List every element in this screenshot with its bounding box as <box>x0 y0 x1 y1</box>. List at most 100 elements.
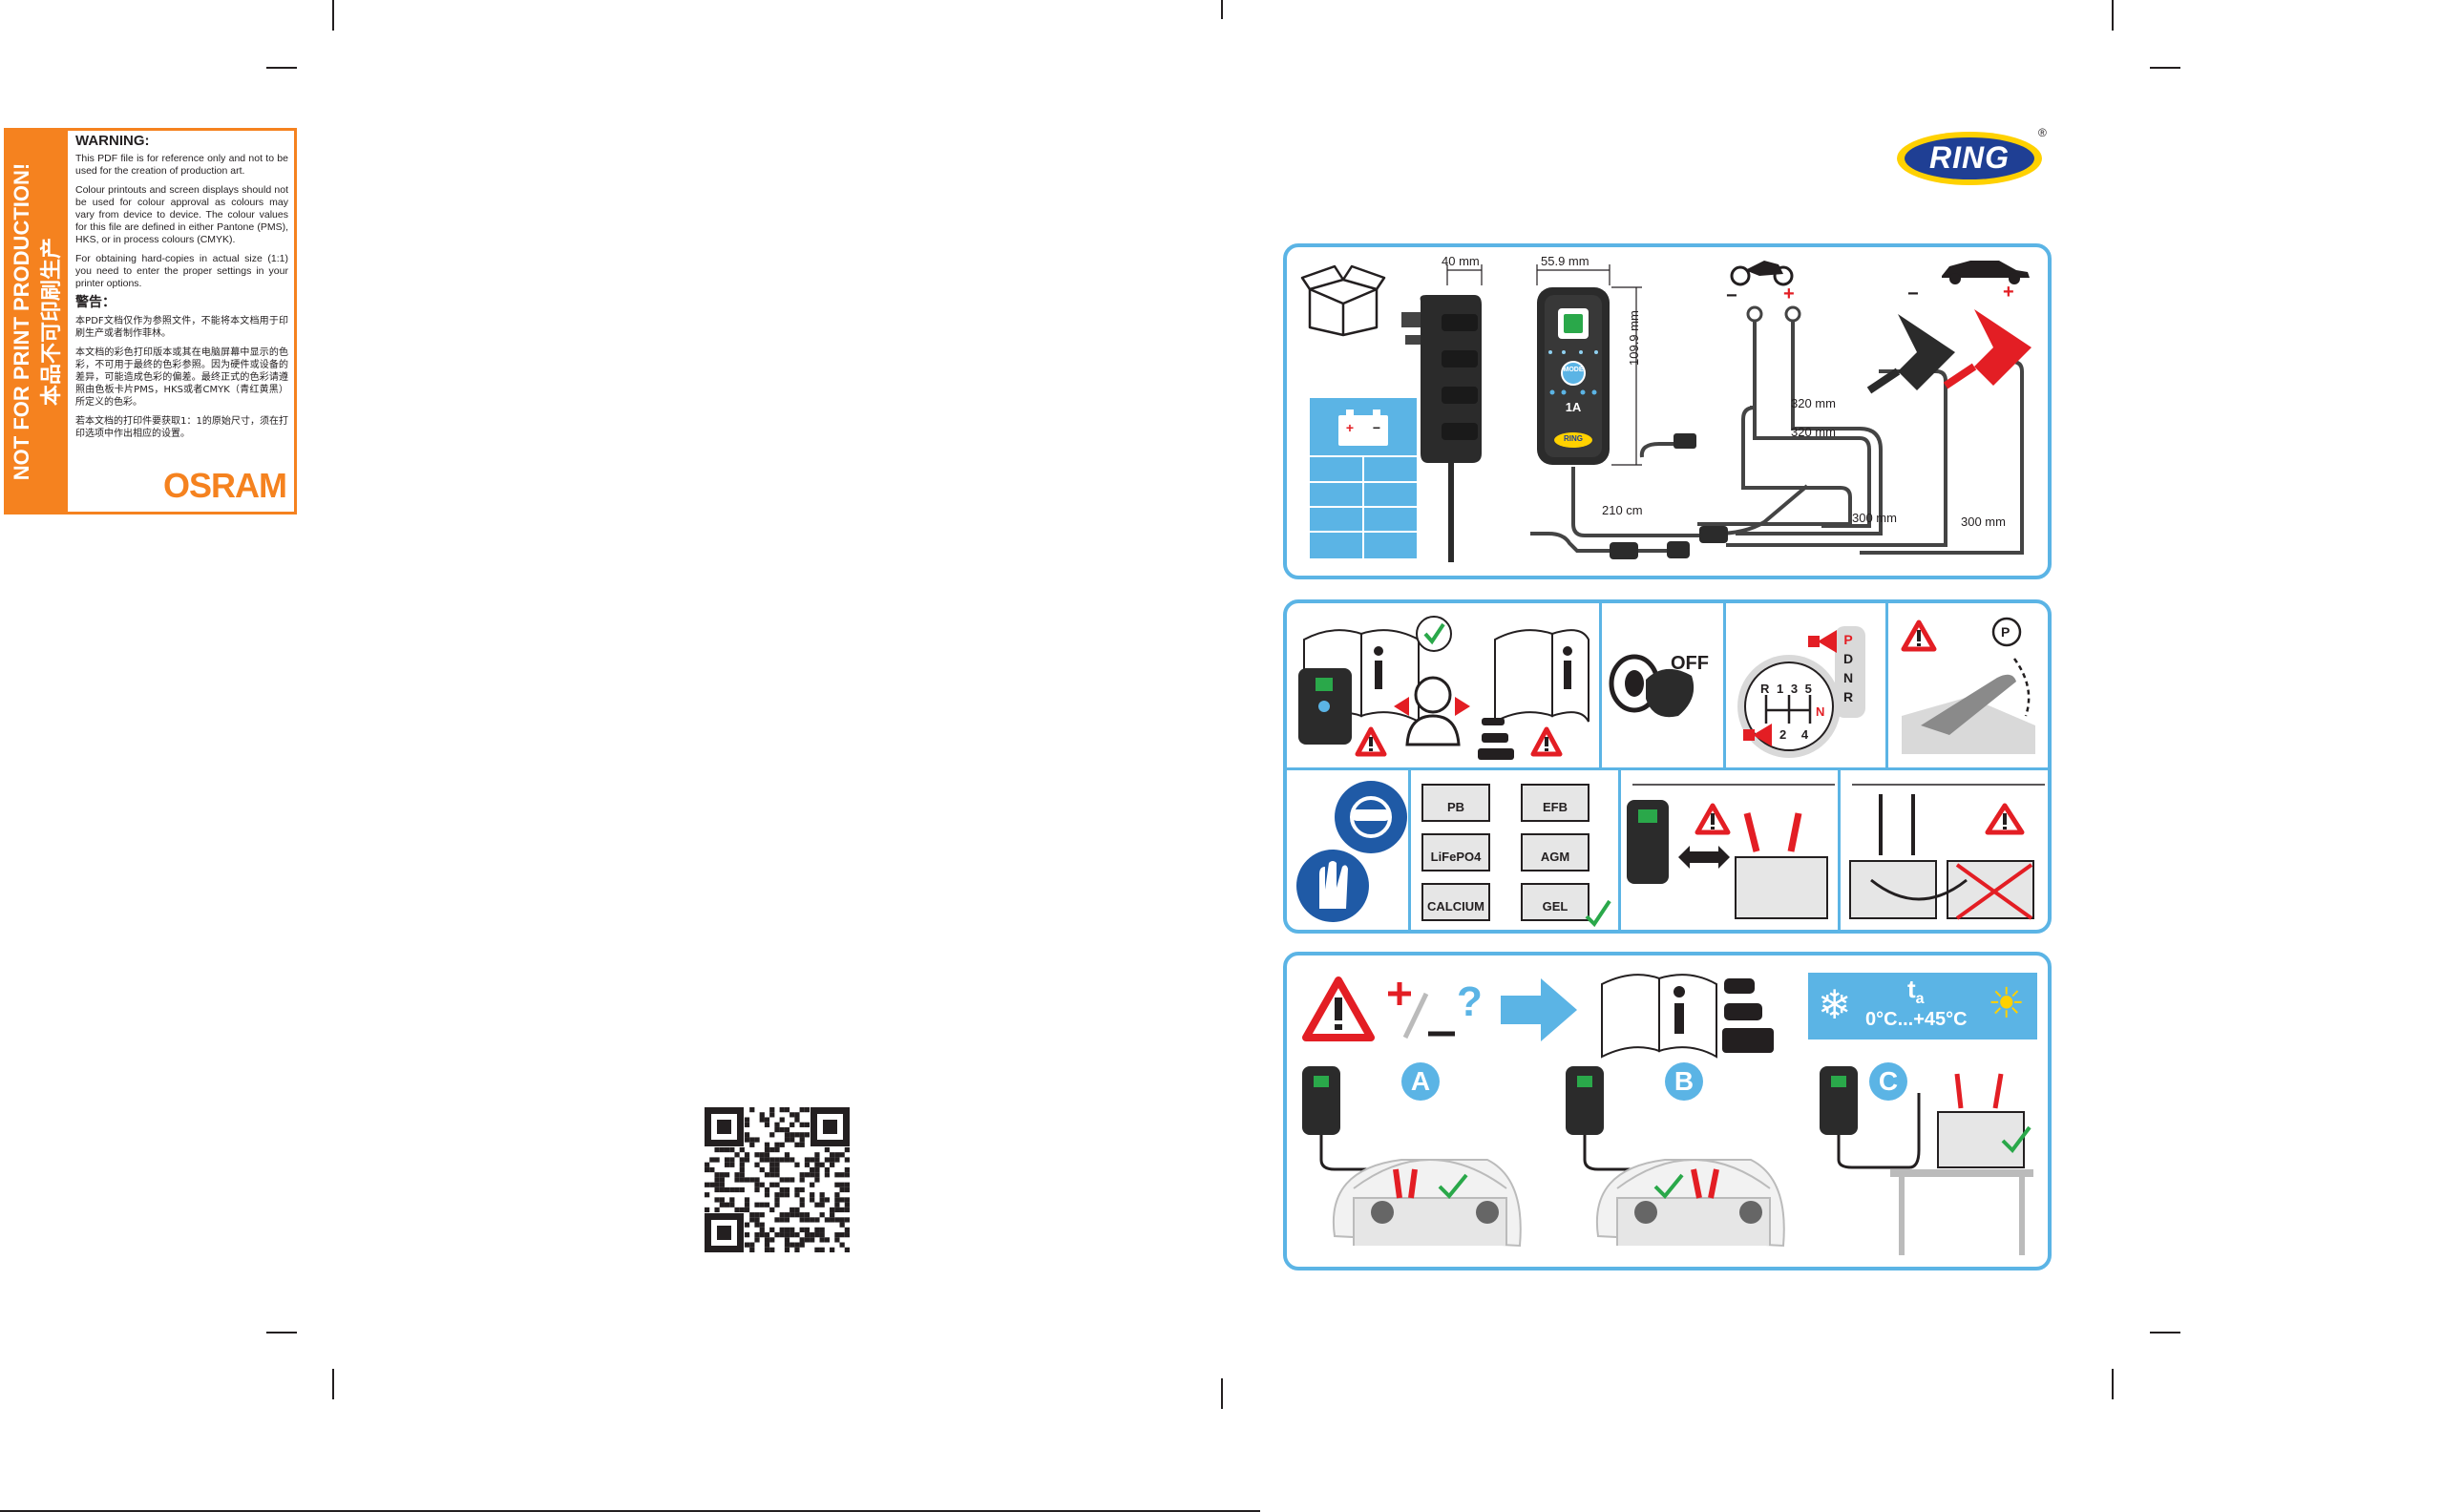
sun-icon: ☀ <box>1988 980 2026 1027</box>
crop-mark <box>2150 67 2180 69</box>
strip-text-en: NOT FOR PRINT PRODUCTION! <box>10 162 33 480</box>
temperature-range: 0°C...+45°C <box>1865 1009 1968 1030</box>
ignition-off-label: OFF <box>1671 653 1709 674</box>
ignition-off-icon <box>1609 654 1695 718</box>
manual-neutral: N <box>1816 704 1825 719</box>
option-a-car-illustration <box>1302 1066 1522 1248</box>
dimension-lines <box>1446 261 2031 559</box>
ring-logo: RING ® <box>1895 126 2048 187</box>
svg-text:+: + <box>1346 420 1354 435</box>
option-a-badge: A <box>1401 1062 1440 1101</box>
osram-logo: OSRAM <box>163 466 287 505</box>
battery-types-grid <box>1421 784 1611 928</box>
gear-letters: P D N R <box>1837 630 1860 706</box>
crop-mark <box>2150 1332 2180 1334</box>
dim-clamp-cable-2: 300 mm <box>1961 514 2006 529</box>
dim-charger-width: 55.9 mm <box>1541 254 1589 268</box>
dim-cable-length: 210 cm <box>1602 503 1643 517</box>
warning-content: WARNING: This PDF file is for reference … <box>75 133 288 447</box>
crop-mark <box>332 1369 334 1399</box>
gear-letter: P <box>1843 632 1853 647</box>
arrow-right-icon <box>1501 978 1577 1041</box>
warning-paragraph: Colour printouts and screen displays sho… <box>75 184 288 245</box>
strip-text-cn: 本品不可印刷生产 <box>40 237 64 406</box>
crop-mark <box>266 1332 297 1334</box>
print-warning-box: NOT FOR PRINT PRODUCTION! 本品不可印刷生产 WARNI… <box>4 128 297 514</box>
plus-minus-icon <box>1388 982 1455 1040</box>
gear-position-icon <box>1737 626 1865 758</box>
temperature-range-box: ❄ ☀ ta 0°C...+45°C <box>1808 973 2037 1040</box>
crop-mark <box>2112 1369 2114 1399</box>
charger-model-label: 1A <box>1565 400 1582 414</box>
battery-charger <box>1537 287 1610 465</box>
question-mark: ? <box>1457 978 1483 1025</box>
read-manual-illustration <box>1298 616 1589 760</box>
manual-gears-top: R 1 3 5 <box>1760 682 1814 696</box>
package-icon <box>1300 264 1386 337</box>
gear-letter: N <box>1842 670 1854 685</box>
dim-ring-cable-2: 320 mm <box>1791 425 1836 439</box>
gear-letter: R <box>1842 689 1854 704</box>
panel-contents: + − MODE 1A RING <box>1283 243 2052 579</box>
option-c-bench-illustration <box>1820 1066 2033 1255</box>
ring-logo-registered: ® <box>2038 126 2047 139</box>
dim-ring-cable-1: 320 mm <box>1791 396 1836 410</box>
battery-type-label: LiFePO4 <box>1430 850 1482 864</box>
ring-logo-shape <box>1897 132 2042 185</box>
panel-divider <box>1287 767 2048 770</box>
ring-terminal-plus: + <box>1783 284 1795 304</box>
crop-mark <box>1221 1378 1223 1409</box>
parking-brake-label: P <box>2001 624 2010 640</box>
panel-divider <box>1599 603 1602 767</box>
crop-mark <box>266 67 297 69</box>
battery-capacity-table: + − <box>1310 398 1417 558</box>
gear-letter: D <box>1842 651 1854 666</box>
manual-gears-bottom: 2 4 <box>1779 727 1815 742</box>
crop-mark <box>2112 0 2114 31</box>
dim-clamp-cable-1: 300 mm <box>1852 511 1897 525</box>
warning-paragraph-cn: 本PDF文档仅作为参照文件，不能将本文档用于印刷生产或者制作菲林。 <box>75 316 288 339</box>
panel-divider <box>1885 603 1888 767</box>
option-c-badge: C <box>1869 1062 1907 1101</box>
clamp-minus: − <box>1907 284 1919 304</box>
warning-strip: NOT FOR PRINT PRODUCTION! 本品不可印刷生产 <box>7 131 68 512</box>
battery-type-label: PB <box>1446 800 1465 814</box>
polarity-warning-icon <box>1302 976 1375 1041</box>
battery-type-label: CALCIUM <box>1427 899 1484 914</box>
dim-charger-height: 109.9 mm <box>1627 310 1641 366</box>
vehicle-manual-icon <box>1601 974 1774 1059</box>
battery-type-label: EFB <box>1543 800 1568 814</box>
option-b-car-illustration <box>1566 1066 1785 1248</box>
no-parallel-batteries-illustration <box>1849 784 2045 920</box>
protective-equipment-icons <box>1296 781 1407 922</box>
snowflake-icon: ❄ <box>1818 982 1852 1027</box>
panel-connection: ? ❄ ☀ ta 0°C...+45°C <box>1283 952 2052 1270</box>
power-adapter <box>1401 295 1482 562</box>
panel-divider <box>1723 603 1726 767</box>
temperature-symbol: ta <box>1907 975 1925 1008</box>
panel-divider <box>1618 767 1621 930</box>
charger-brand-label: RING <box>1564 434 1583 443</box>
clamp-plus: + <box>2003 282 2014 303</box>
crop-mark <box>1221 0 1223 19</box>
dim-adapter-width: 40 mm <box>1442 254 1480 268</box>
warning-paragraph: For obtaining hard-copies in actual size… <box>75 253 288 289</box>
crop-mark <box>332 0 334 31</box>
keep-distance-illustration <box>1627 784 1835 919</box>
option-b-badge: B <box>1665 1062 1703 1101</box>
svg-text:−: − <box>1373 420 1380 435</box>
panel-divider <box>1408 767 1411 930</box>
battery-type-label: GEL <box>1542 899 1568 914</box>
qr-code <box>705 1107 850 1252</box>
fold-line <box>0 1510 1260 1512</box>
panel-divider <box>1838 767 1841 930</box>
ring-logo-text: RING <box>1929 140 2010 175</box>
warning-paragraph: This PDF file is for reference only and … <box>75 153 288 177</box>
charger-mode-label: MODE <box>1563 367 1584 373</box>
warning-title: WARNING: <box>75 133 150 149</box>
warning-title-cn: 警告： <box>75 295 116 310</box>
ring-terminal-minus: − <box>1726 285 1737 306</box>
parking-brake-icon <box>1901 617 2035 754</box>
battery-type-label: AGM <box>1540 850 1570 864</box>
warning-paragraph-cn: 若本文档的打印件要获取1：1的原始尺寸，须在打印选项中作出相应的设置。 <box>75 416 288 439</box>
